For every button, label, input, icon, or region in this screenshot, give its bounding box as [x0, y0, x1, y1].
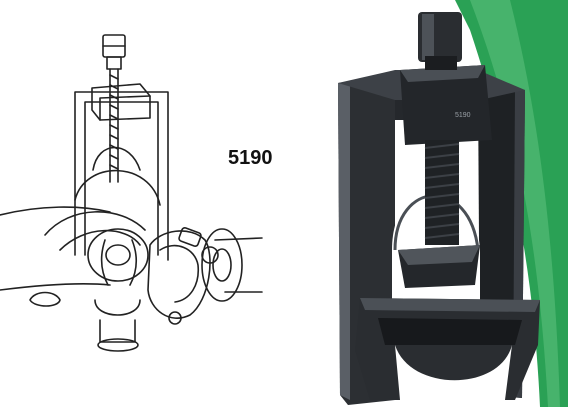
engraved-part-marking: 5190 — [455, 112, 471, 119]
puller-tool-photo: 5190 — [338, 12, 540, 405]
green-accent-highlight — [470, 0, 560, 407]
screw-threads — [424, 143, 460, 239]
installation-line-drawing — [0, 34, 263, 352]
part-number-label: 5190 — [228, 147, 273, 169]
